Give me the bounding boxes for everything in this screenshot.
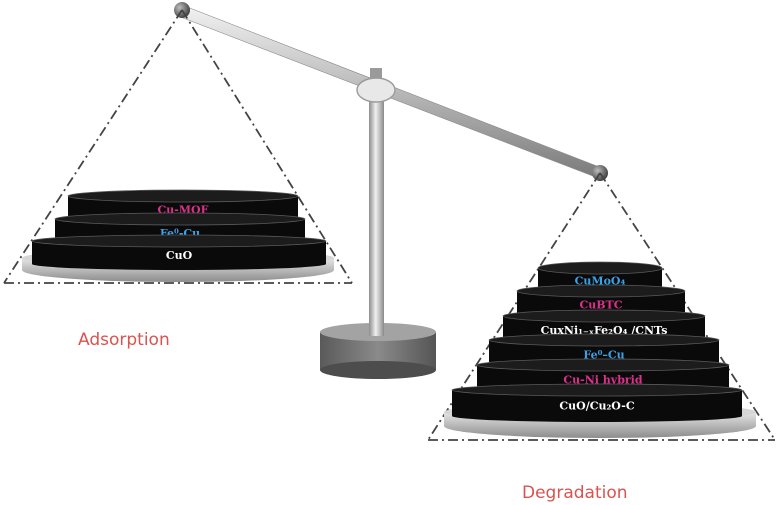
right-disc-6: CuO/Cu₂O-C: [451, 383, 743, 422]
scale-post: [369, 90, 384, 336]
degradation-caption: Degradation: [522, 483, 628, 503]
left-suspension-line: [3, 9, 183, 284]
right-suspension-line: [599, 172, 776, 441]
right-disc-label: CuBTC: [580, 299, 623, 312]
adsorption-caption: Adsorption: [78, 330, 170, 350]
scale-base: [320, 323, 436, 379]
right-disc-label: Cu-Ni hybrid: [563, 374, 642, 387]
pivot-hub: [356, 68, 396, 103]
left-disc-3: CuO: [31, 234, 327, 270]
right-disc-label: CuxNi₁₋ₓFe₂O₄ /CNTs: [541, 324, 668, 337]
right-disc-label: CuO/Cu₂O-C: [559, 400, 634, 413]
right-disc-label: CuMoO₄: [575, 275, 626, 288]
right-disc-label: Fe⁰–Cu: [583, 349, 624, 362]
left-suspension-line: [181, 9, 353, 284]
right-disc-stack: CuMoO₄ CuBTC CuxNi₁₋ₓFe₂O₄ /CNTsFe⁰–CuCu-N…: [451, 261, 743, 422]
left-disc-label: CuO: [166, 249, 193, 262]
